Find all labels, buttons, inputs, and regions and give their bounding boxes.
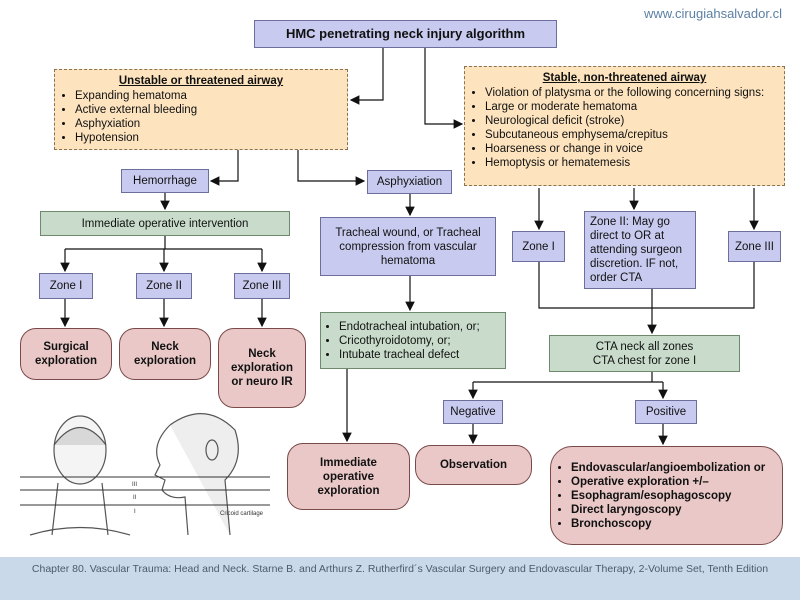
connector-lines bbox=[60, 48, 759, 446]
list-item: Direct laryngoscopy bbox=[571, 503, 765, 517]
zone-ii-sketch-label: II bbox=[133, 495, 137, 501]
algorithm-title: HMC penetrating neck injury algorithm bbox=[254, 20, 557, 48]
list-item: Endotracheal intubation, or; bbox=[339, 320, 480, 334]
list-item: Intubate tracheal defect bbox=[339, 348, 480, 362]
zone-iii-right: Zone III bbox=[728, 231, 781, 262]
citation-text: Chapter 80. Vascular Trauma: Head and Ne… bbox=[31, 563, 769, 575]
asphyxiation-box: Asphyxiation bbox=[367, 170, 452, 194]
hemorrhage-box: Hemorrhage bbox=[121, 169, 209, 193]
zone-iii-left: Zone III bbox=[234, 273, 290, 299]
list-item: Cricothyroidotomy, or; bbox=[339, 334, 480, 348]
airway-management-box: Endotracheal intubation, or; Cricothyroi… bbox=[320, 312, 506, 369]
observation-box: Observation bbox=[415, 445, 532, 485]
immediate-operative-exploration-box: Immediate operative exploration bbox=[287, 443, 410, 510]
citation-footer: Chapter 80. Vascular Trauma: Head and Ne… bbox=[0, 557, 800, 600]
zone-i-sketch-label: I bbox=[134, 509, 136, 515]
zone-i-left: Zone I bbox=[39, 273, 93, 299]
tracheal-wound-box: Tracheal wound, or Tracheal compression … bbox=[320, 217, 496, 276]
cricoid-cartilage-label: Cricoid cartilage bbox=[220, 511, 264, 517]
positive-box: Positive bbox=[635, 400, 697, 424]
list-item: Esophagram/esophagoscopy bbox=[571, 489, 765, 503]
stable-airway-box: Stable, non-threatened airway Violation … bbox=[464, 66, 785, 186]
list-item: Active external bleeding bbox=[75, 103, 339, 117]
list-item: Hemoptysis or hematemesis bbox=[485, 156, 776, 170]
list-item: Large or moderate hematoma bbox=[485, 100, 776, 114]
airway-options-list: Endotracheal intubation, or; Cricothyroi… bbox=[327, 320, 480, 362]
list-item: Violation of platysma or the following c… bbox=[485, 86, 776, 100]
list-item: Asphyxiation bbox=[75, 117, 339, 131]
zone-ii-right: Zone II: May go direct to OR at attendin… bbox=[584, 211, 696, 289]
cta-box: CTA neck all zones CTA chest for zone I bbox=[549, 335, 740, 372]
surgical-exploration-box: Surgical exploration bbox=[20, 328, 112, 380]
unstable-airway-box: Unstable or threatened airway Expanding … bbox=[54, 69, 348, 150]
list-item: Bronchoscopy bbox=[571, 517, 765, 531]
list-item: Subcutaneous emphysema/crepitus bbox=[485, 128, 776, 142]
list-item: Expanding hematoma bbox=[75, 89, 339, 103]
list-item: Endovascular/angioembolization or bbox=[571, 461, 765, 475]
negative-box: Negative bbox=[443, 400, 503, 424]
positive-outcomes-box: Endovascular/angioembolization or Operat… bbox=[550, 446, 783, 545]
list-item: Neurological deficit (stroke) bbox=[485, 114, 776, 128]
neck-exploration-or-neuro-ir-box: Neck exploration or neuro IR bbox=[218, 328, 306, 408]
stable-airway-title: Stable, non-threatened airway bbox=[542, 72, 707, 84]
watermark: www.cirugiahsalvador.cl bbox=[643, 6, 782, 21]
positive-outcomes-list: Endovascular/angioembolization or Operat… bbox=[559, 461, 765, 531]
neck-zones-illustration: III II I Cricoid cartilage bbox=[20, 413, 270, 536]
list-item: Hoarseness or change in voice bbox=[485, 142, 776, 156]
zone-i-right: Zone I bbox=[512, 231, 565, 262]
neck-exploration-box: Neck exploration bbox=[119, 328, 211, 380]
stable-signs-list: Violation of platysma or the following c… bbox=[473, 86, 776, 170]
immediate-operative-intervention-box: Immediate operative intervention bbox=[40, 211, 290, 236]
unstable-airway-title: Unstable or threatened airway bbox=[118, 75, 284, 87]
unstable-signs-list: Expanding hematoma Active external bleed… bbox=[63, 89, 339, 145]
zone-ii-left: Zone II bbox=[136, 273, 192, 299]
zone-iii-sketch-label: III bbox=[132, 482, 137, 488]
list-item: Operative exploration +/– bbox=[571, 475, 765, 489]
list-item: Hypotension bbox=[75, 131, 339, 145]
